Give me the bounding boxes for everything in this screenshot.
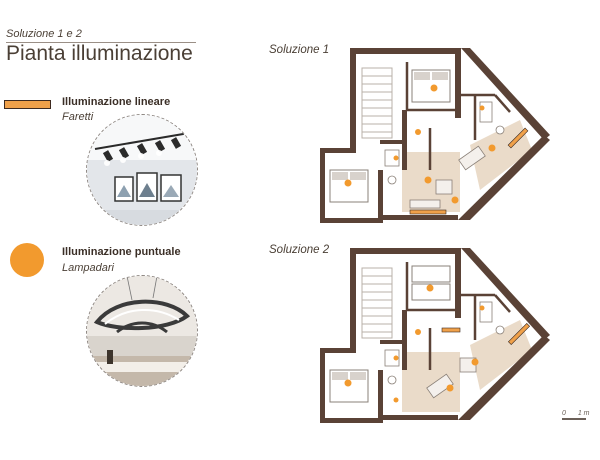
plan-label-2: Soluzione 2: [269, 244, 330, 256]
title-divider: [6, 42, 196, 43]
scale-bar: 0 1 m: [562, 410, 589, 420]
scale-one: 1 m: [577, 410, 590, 417]
linear-legend-sub: Faretti: [62, 111, 94, 123]
page-title: Pianta illuminazione: [6, 42, 193, 65]
spotlights-photo: [86, 114, 198, 226]
floor-plan-1: [320, 48, 550, 223]
scale-zero: 0: [562, 410, 566, 417]
plan-label-1: Soluzione 1: [269, 44, 330, 56]
linear-legend-title: Illuminazione lineare: [62, 96, 171, 108]
point-legend-title: Illuminazione puntuale: [62, 246, 181, 258]
page-subtitle: Soluzione 1 e 2: [6, 28, 82, 40]
linear-light-swatch: [4, 100, 51, 109]
chandelier-photo: [86, 275, 198, 387]
point-light-swatch: [10, 243, 44, 277]
point-legend-sub: Lampadari: [62, 262, 114, 274]
floor-plan-2: [320, 248, 550, 423]
scale-line: [562, 418, 586, 420]
